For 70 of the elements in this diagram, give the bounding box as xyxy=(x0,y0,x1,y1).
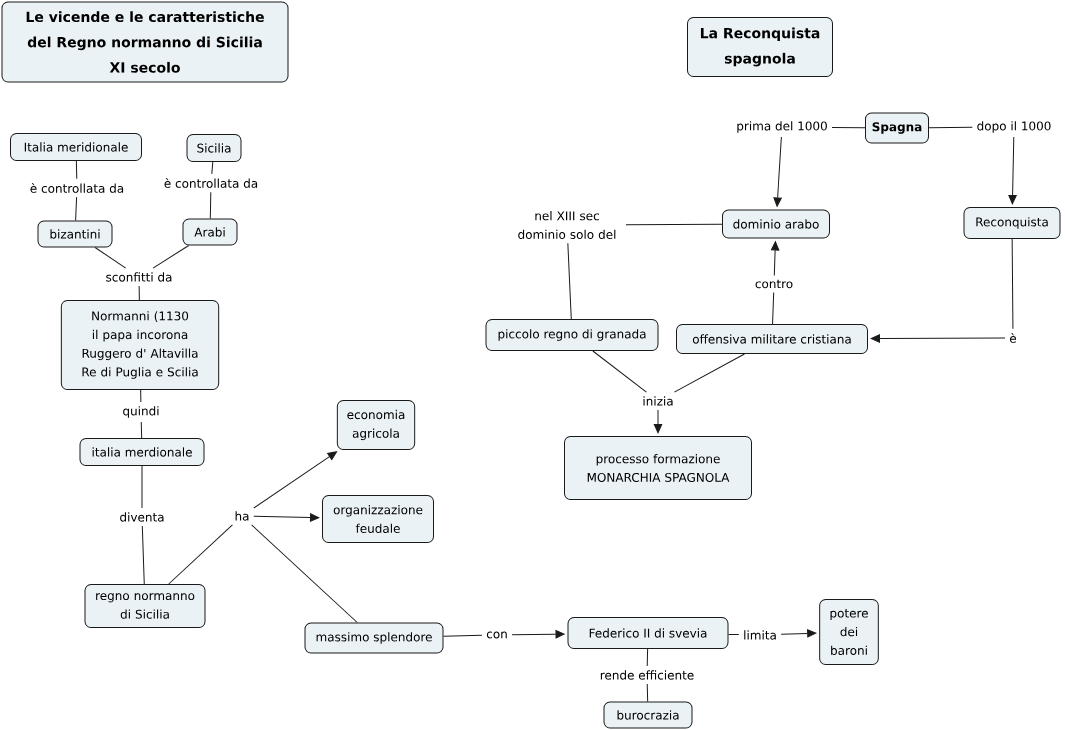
concept-box: bizantini xyxy=(37,220,113,248)
arrow xyxy=(780,629,817,638)
connector-line xyxy=(211,161,214,175)
concept-box: Federico II di svevia xyxy=(567,617,729,649)
arrow xyxy=(253,451,337,509)
linking-phrase: con xyxy=(486,631,507,639)
arrow xyxy=(1008,136,1017,205)
connector-line xyxy=(928,126,973,129)
connector-line xyxy=(831,126,866,129)
linking-phrase: nel XIII sec dominio solo del xyxy=(518,211,616,239)
concept-box: Normanni (1130 il papa incorona Ruggero d' Altavilla Re di Puglia e Scilia xyxy=(60,300,220,390)
concept-box: Arabi xyxy=(182,218,238,246)
connector-line xyxy=(75,160,78,180)
linking-phrase: ha xyxy=(235,511,249,521)
linking-phrase: sconfitti da xyxy=(106,272,172,282)
arrow xyxy=(511,630,565,639)
linking-phrase: diventa xyxy=(120,512,164,522)
connector-line xyxy=(625,223,723,226)
arrow xyxy=(253,513,320,522)
concept-box: offensiva militare cristiana xyxy=(676,324,868,354)
connector-line xyxy=(141,465,143,509)
concept-box: massimo splendore xyxy=(304,622,444,654)
connector-line xyxy=(140,389,142,403)
connector-line xyxy=(140,421,143,439)
connector-line xyxy=(141,525,145,585)
linking-phrase: limita xyxy=(744,630,776,640)
concept-box: burocrazia xyxy=(603,701,693,729)
linking-phrase: è controllata da xyxy=(30,183,124,193)
concept-box: Spagna xyxy=(865,112,929,144)
connector-line xyxy=(209,191,212,219)
linking-phrase: è xyxy=(1010,333,1017,343)
linking-phrase: quindi xyxy=(123,406,159,418)
arrow xyxy=(870,334,1006,343)
connector-line xyxy=(75,196,78,221)
concept-box: economia agricola xyxy=(336,400,416,450)
connector-line xyxy=(94,247,127,269)
concept-box: organizzazione feudale xyxy=(322,495,434,543)
concept-box: processo formazione MONARCHIA SPAGNOLA xyxy=(564,436,752,500)
concept-box: italia merdionale xyxy=(79,438,205,466)
concept-box: dominio arabo xyxy=(722,209,830,239)
connector-line xyxy=(152,245,190,269)
connector-line xyxy=(592,350,647,393)
connector-line xyxy=(168,524,233,585)
connector-line xyxy=(646,683,649,702)
connector-line xyxy=(673,353,745,393)
title-box: Le vicende e le caratteristiche del Regno normanno di Sicilia XI secolo xyxy=(1,1,289,83)
concept-box: Sicilia xyxy=(186,134,242,162)
connector-line xyxy=(443,634,483,637)
connector-line xyxy=(1011,238,1014,330)
linking-phrase: contro xyxy=(755,279,793,289)
linking-phrase: rende efficiente xyxy=(600,670,694,680)
title-box: La Reconquista spagnola xyxy=(687,17,833,77)
arrow xyxy=(653,409,663,434)
linking-phrase: è controllata da xyxy=(164,178,258,188)
concept-box: regno normanno di Sicilia xyxy=(84,584,206,628)
connector-line xyxy=(772,292,775,325)
linking-phrase: prima del 1000 xyxy=(737,121,827,133)
connector-line xyxy=(138,285,140,301)
connector-line xyxy=(251,524,358,623)
arrow xyxy=(773,136,782,207)
connector-line xyxy=(646,648,649,667)
connector-line xyxy=(567,242,572,320)
linking-phrase: inizia xyxy=(643,396,673,406)
concept-box: piccolo regno di granada xyxy=(485,319,659,351)
connector-line xyxy=(728,633,740,636)
concept-box: potere dei baroni xyxy=(819,599,879,665)
concept-box: Italia meridionale xyxy=(10,133,142,161)
arrow xyxy=(770,241,780,276)
concept-box: Reconquista xyxy=(963,207,1061,239)
linking-phrase: dopo il 1000 xyxy=(977,121,1051,133)
